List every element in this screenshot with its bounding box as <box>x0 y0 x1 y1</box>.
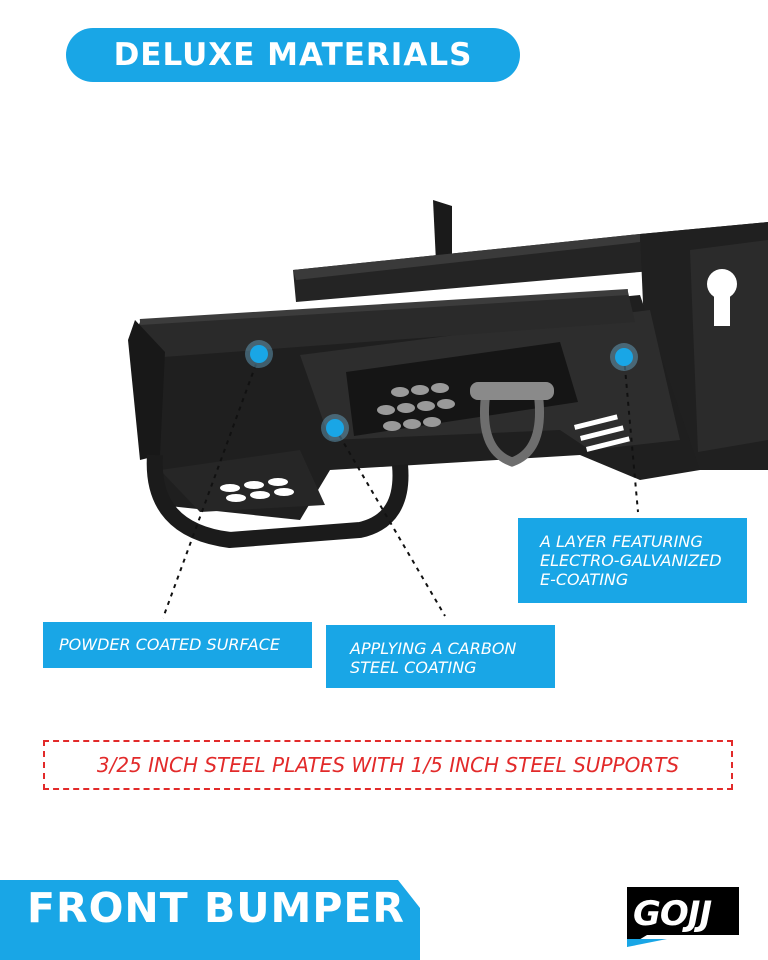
spec-text: 3/25 INCH STEEL PLATES WITH 1/5 INCH STE… <box>96 753 680 777</box>
hotspot-dot-icon <box>321 414 349 442</box>
brand-logo-text: GOJJ <box>633 894 712 934</box>
brand-logo <box>627 887 739 947</box>
spec-banner: 3/25 INCH STEEL PLATES WITH 1/5 INCH STE… <box>43 740 733 790</box>
callout-line: ELECTRO-GALVANIZED <box>540 551 722 570</box>
callout-galvanized: A LAYER FEATURING ELECTRO-GALVANIZED E-C… <box>518 518 747 603</box>
product-title: FRONT BUMPER <box>27 884 405 932</box>
section-title: DELUXE MATERIALS <box>113 37 473 73</box>
callout-carbon-steel: APPLYING A CARBON STEEL COATING <box>326 625 555 688</box>
callout-line: E-COATING <box>540 570 629 589</box>
hotspot-dot-icon <box>610 343 638 371</box>
footer-band <box>0 880 420 960</box>
callout-line: APPLYING A CARBON <box>350 639 517 658</box>
callout-line: POWDER COATED SURFACE <box>59 635 281 654</box>
callout-powder-coated: POWDER COATED SURFACE <box>43 622 312 668</box>
hotspot-dot-icon <box>245 340 273 368</box>
section-title-pill: DELUXE MATERIALS <box>66 28 520 82</box>
callout-line: A LAYER FEATURING <box>540 532 703 551</box>
callout-line: STEEL COATING <box>350 658 477 677</box>
